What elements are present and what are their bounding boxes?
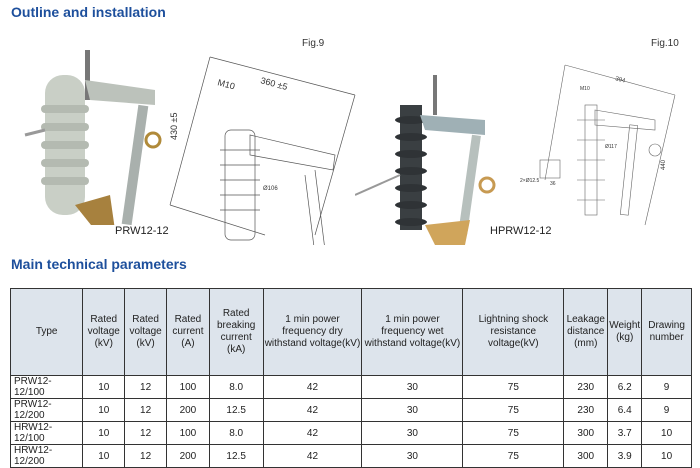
table-cell: 75 [462, 444, 565, 468]
column-header: Rated voltage (kV) [82, 288, 126, 376]
table-cell: 12 [124, 375, 168, 399]
table-cell: 12 [124, 444, 168, 468]
table-cell: 42 [262, 398, 363, 422]
table-cell: 8.0 [208, 375, 264, 399]
fig-10-holes-dim: 2×Ø12.5 [520, 178, 540, 184]
section-title-outline: Outline and installation [11, 4, 166, 20]
column-header: 1 min power frequency dry withstand volt… [262, 288, 363, 376]
table-cell: 100 [166, 421, 210, 445]
column-header: Rated voltage (kV) [124, 288, 168, 376]
table-cell: 9 [641, 398, 692, 422]
type-cell: PRW12-12/200 [9, 398, 84, 422]
column-header: Rated breaking current (kA) [208, 288, 264, 376]
table-cell: 30 [361, 398, 464, 422]
table-cell: 30 [361, 375, 464, 399]
table-cell: 10 [82, 421, 126, 445]
fig-10-width-dim: 394 [614, 76, 626, 85]
table-cell: 75 [462, 421, 565, 445]
table-cell: 6.4 [607, 398, 643, 422]
table-cell: 6.2 [607, 375, 643, 399]
fig-9-thread-dim: M10 [216, 77, 236, 91]
table-cell: 10 [641, 444, 692, 468]
fig-10-height-dim: 440 [661, 159, 667, 170]
table-cell: 10 [641, 421, 692, 445]
section-title-params: Main technical parameters [11, 256, 187, 272]
table-cell: 75 [462, 375, 565, 399]
table-cell: 12 [124, 398, 168, 422]
table-cell: 230 [563, 398, 609, 422]
column-header: Drawing number [641, 288, 692, 376]
table-cell: 75 [462, 398, 565, 422]
table-cell: 12 [124, 421, 168, 445]
fig-10-dia-dim: Ø117 [605, 144, 617, 150]
fig-10-spacing-dim: 36 [550, 181, 556, 187]
column-header: Leakage distance (mm) [563, 288, 609, 376]
table-cell: 30 [361, 444, 464, 468]
table-cell: 200 [166, 444, 210, 468]
fig-9-height-dim: 430 ±5 [169, 113, 179, 140]
table-cell: 8.0 [208, 421, 264, 445]
fig-9-width-dim: 360 ±5 [259, 75, 288, 92]
table-cell: 9 [641, 375, 692, 399]
prw12-product-photo [24, 50, 162, 225]
table-cell: 3.9 [607, 444, 643, 468]
fig-10-label: Fig.10 [651, 38, 679, 49]
table-cell: 300 [563, 444, 609, 468]
type-cell: HRW12-12/100 [9, 421, 84, 445]
prw12-model-label: PRW12-12 [115, 225, 169, 237]
hprw12-product-photo [355, 75, 496, 245]
column-header: 1 min power frequency wet withstand volt… [361, 288, 464, 376]
table-cell: 10 [82, 398, 126, 422]
column-header: Weight (kg) [607, 288, 643, 376]
column-header: Lightning shock resistance voltage(kV) [462, 288, 565, 376]
table-cell: 42 [262, 421, 363, 445]
table-cell: 3.7 [607, 421, 643, 445]
table-cell: 30 [361, 421, 464, 445]
type-cell: PRW12-12/100 [9, 375, 84, 399]
table-cell: 42 [262, 444, 363, 468]
table-cell: 300 [563, 421, 609, 445]
fig-10-thread-dim: M10 [580, 86, 590, 92]
table-cell: 100 [166, 375, 210, 399]
table-cell: 10 [82, 444, 126, 468]
table-cell: 200 [166, 398, 210, 422]
table-cell: 230 [563, 375, 609, 399]
fig-9-dimension-drawing: 360 ±5 430 ±5 M10 Ø106 [169, 56, 356, 245]
fig-9-dia-dim: Ø106 [263, 186, 278, 192]
table-cell: 12.5 [208, 444, 264, 468]
fig-9-label: Fig.9 [302, 38, 325, 49]
table-cell: 42 [262, 375, 363, 399]
table-cell: 12.5 [208, 398, 264, 422]
fig-10-dimension-drawing: 394 440 M10 Ø117 2×Ø12.5 36 [520, 64, 676, 226]
column-header: Type [9, 288, 84, 376]
table-cell: 10 [82, 375, 126, 399]
hprw12-model-label: HPRW12-12 [490, 225, 552, 237]
column-header: Rated current (A) [166, 288, 210, 376]
type-cell: HRW12-12/200 [9, 444, 84, 468]
